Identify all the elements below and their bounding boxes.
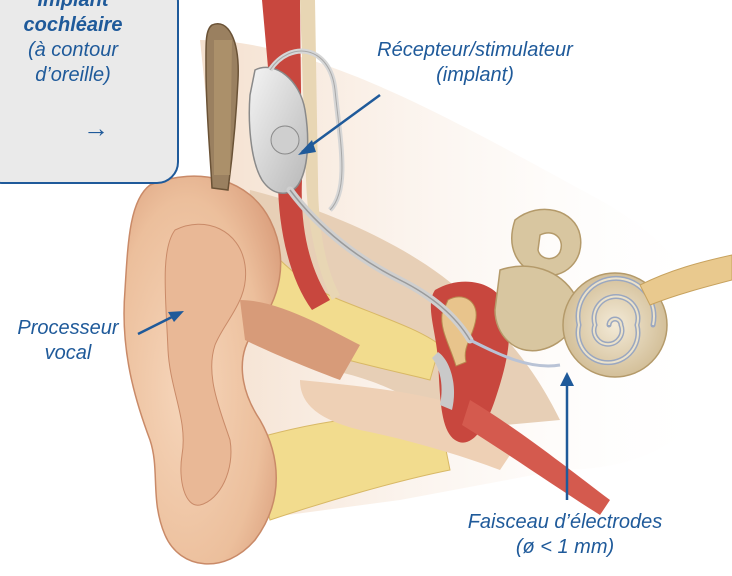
receiver-label-line2: (implant) — [355, 63, 595, 88]
electrode-label-line1: Faisceau d’électrodes — [440, 510, 690, 535]
implant-callout-subtitle: (à contour d’oreille) — [0, 38, 148, 88]
electrode-label: Faisceau d’électrodes (ø < 1 mm) — [440, 510, 690, 560]
receiver-label-line1: Récepteur/stimulateur — [355, 38, 595, 63]
processor-label-line1: Processeur — [6, 316, 130, 341]
processor-label-line2: vocal — [6, 341, 130, 366]
implant-callout-text: Implant cochléaire (à contour d’oreille) — [0, 0, 148, 88]
implant-callout-title: Implant cochléaire — [0, 0, 148, 38]
electrode-label-line2: (ø < 1 mm) — [440, 535, 690, 560]
right-arrow-icon: → — [83, 115, 109, 141]
implant-callout-box: Implant cochléaire (à contour d’oreille)… — [0, 0, 179, 184]
processor-label: Processeur vocal — [6, 316, 130, 366]
receiver-label: Récepteur/stimulateur (implant) — [355, 38, 595, 88]
